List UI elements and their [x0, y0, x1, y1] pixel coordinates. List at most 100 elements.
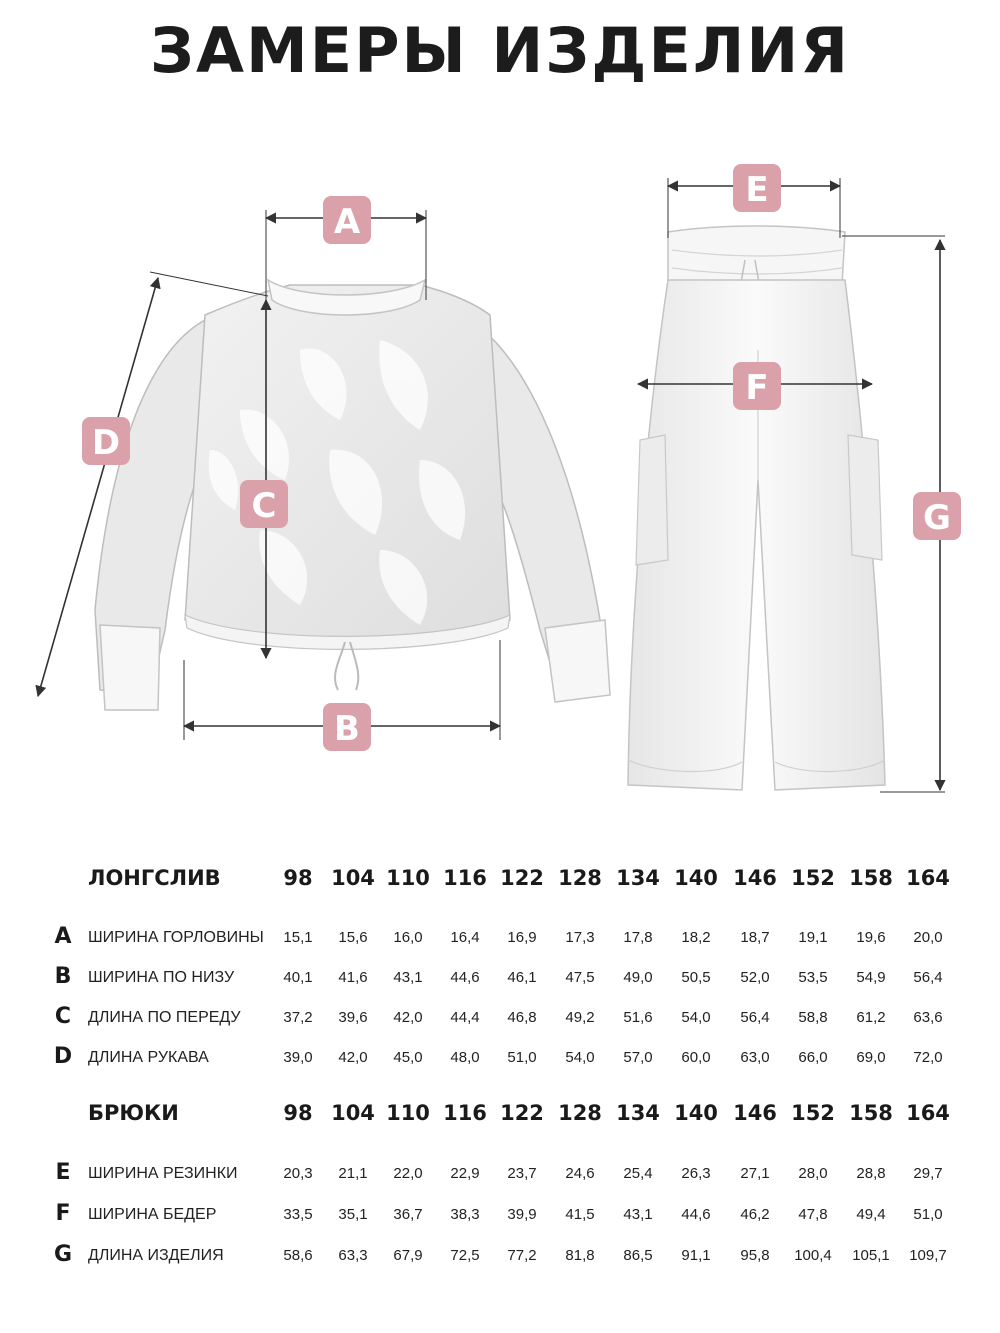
size-header: 164: [906, 1101, 950, 1125]
size-header: 140: [674, 866, 718, 890]
size-header: 128: [558, 866, 602, 890]
size-header: 146: [733, 1101, 777, 1125]
table-cell: 28,8: [856, 1165, 886, 1182]
row-label: ШИРИНА РЕЗИНКИ: [88, 1165, 238, 1182]
row-letter: D: [53, 1044, 73, 1069]
size-header: 152: [791, 866, 835, 890]
table-cell: 50,5: [681, 969, 711, 986]
size-header: 158: [849, 866, 893, 890]
table-cell: 33,5: [283, 1206, 313, 1223]
row-label: ШИРИНА ГОРЛОВИНЫ: [88, 929, 264, 946]
svg-text:C: C: [252, 486, 277, 526]
badge-b: B: [323, 703, 371, 751]
table-cell: 91,1: [681, 1247, 711, 1264]
table-cell: 17,8: [623, 929, 653, 946]
table-cell: 95,8: [740, 1247, 770, 1264]
table-cell: 18,2: [681, 929, 711, 946]
table-cell: 37,2: [283, 1009, 313, 1026]
svg-text:G: G: [923, 498, 951, 538]
svg-text:E: E: [745, 170, 768, 210]
table-cell: 41,6: [338, 969, 368, 986]
table-cell: 48,0: [450, 1049, 480, 1066]
badge-e: E: [733, 164, 781, 212]
size-header: 128: [558, 1101, 602, 1125]
row-label: ДЛИНА РУКАВА: [88, 1049, 209, 1066]
badge-a: A: [323, 196, 371, 244]
table-cell: 58,8: [798, 1009, 828, 1026]
table-cell: 24,6: [565, 1165, 595, 1182]
table-cell: 63,6: [913, 1009, 943, 1026]
table-cell: 20,3: [283, 1165, 313, 1182]
table-cell: 46,8: [507, 1009, 537, 1026]
table-cell: 51,0: [507, 1049, 537, 1066]
size-header: 134: [616, 1101, 660, 1125]
table-cell: 42,0: [338, 1049, 368, 1066]
table-cell: 105,1: [852, 1247, 890, 1264]
table-cell: 56,4: [913, 969, 943, 986]
row-label: ШИРИНА ПО НИЗУ: [88, 969, 235, 986]
table-cell: 51,0: [913, 1206, 943, 1223]
table-cell: 54,0: [565, 1049, 595, 1066]
table-cell: 16,9: [507, 929, 537, 946]
table-cell: 43,1: [393, 969, 423, 986]
table-cell: 45,0: [393, 1049, 423, 1066]
size-header: 98: [283, 1101, 313, 1125]
table-cell: 61,2: [856, 1009, 886, 1026]
table-cell: 53,5: [798, 969, 828, 986]
table-cell: 46,1: [507, 969, 537, 986]
table-cell: 46,2: [740, 1206, 770, 1223]
table-cell: 60,0: [681, 1049, 711, 1066]
row-letter: F: [55, 1201, 71, 1226]
table-cell: 21,1: [338, 1165, 368, 1182]
table-cell: 43,1: [623, 1206, 653, 1223]
table-cell: 36,7: [393, 1206, 423, 1223]
table-cell: 49,0: [623, 969, 653, 986]
table-cell: 44,6: [681, 1206, 711, 1223]
table-cell: 25,4: [623, 1165, 653, 1182]
table-cell: 100,4: [794, 1247, 832, 1264]
table-cell: 39,6: [338, 1009, 368, 1026]
table-cell: 40,1: [283, 969, 313, 986]
garment-diagram: A B C D: [35, 164, 961, 793]
table-cell: 20,0: [913, 929, 943, 946]
longsleeve-illustration: [94, 278, 611, 711]
table-cell: 15,1: [283, 929, 313, 946]
table-cell: 63,3: [338, 1247, 368, 1264]
size-header: 110: [386, 1101, 430, 1125]
table-cell: 51,6: [623, 1009, 653, 1026]
longsleeve-measure-lines: [35, 210, 502, 740]
table-cell: 22,9: [450, 1165, 480, 1182]
page-title: ЗАМЕРЫ ИЗДЕЛИЯ: [150, 14, 850, 87]
longsleeve-heading: ЛОНГСЛИВ: [88, 866, 221, 890]
table-cell: 42,0: [393, 1009, 423, 1026]
svg-text:B: B: [334, 709, 360, 749]
table-cell: 41,5: [565, 1206, 595, 1223]
table-cell: 109,7: [909, 1247, 947, 1264]
size-header: 116: [443, 1101, 487, 1125]
table-cell: 28,0: [798, 1165, 828, 1182]
size-header: 116: [443, 866, 487, 890]
table-cell: 16,0: [393, 929, 423, 946]
table-cell: 67,9: [393, 1247, 423, 1264]
size-header: 164: [906, 866, 950, 890]
table-cell: 63,0: [740, 1049, 770, 1066]
table-cell: 56,4: [740, 1009, 770, 1026]
row-label: ШИРИНА БЕДЕР: [88, 1206, 217, 1223]
table-cell: 69,0: [856, 1049, 886, 1066]
table-cell: 39,0: [283, 1049, 313, 1066]
table-cell: 18,7: [740, 929, 770, 946]
size-header: 110: [386, 866, 430, 890]
table-cell: 44,6: [450, 969, 480, 986]
badge-c: C: [240, 480, 288, 528]
table-cell: 72,0: [913, 1049, 943, 1066]
row-letter: E: [55, 1160, 71, 1185]
table-cell: 35,1: [338, 1206, 368, 1223]
badge-d: D: [82, 417, 130, 465]
